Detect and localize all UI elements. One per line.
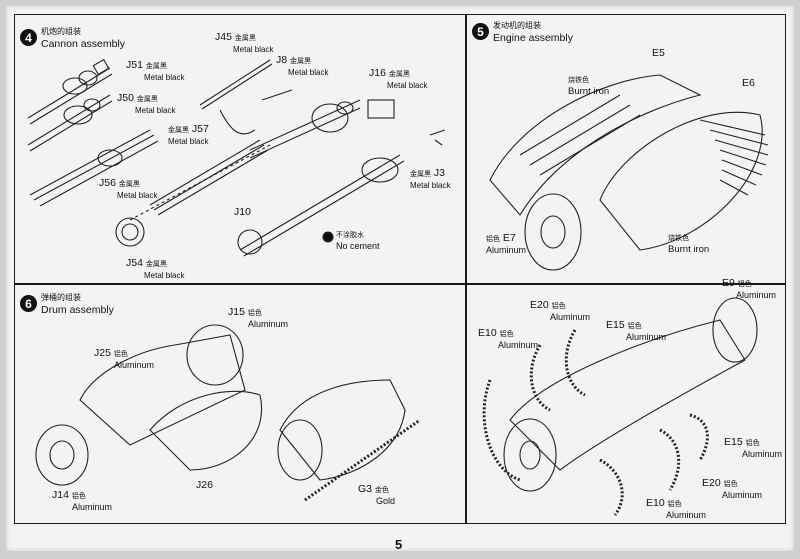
label-burnt-iron-2: 烧铁色 Burnt iron [668, 235, 710, 255]
rod-j45 [199, 59, 273, 110]
bracket-j57 [219, 89, 293, 135]
step-6-header: 6 弹桶的组装 Drum assembly [20, 292, 114, 316]
label-j51: J51 金属黑 Metal black [126, 59, 185, 83]
engine-core [503, 297, 758, 492]
feed-chute-g3 [304, 418, 421, 502]
barrel-rods [149, 139, 269, 216]
cannon-barrel-j51 [27, 58, 113, 125]
muzzle-j54 [115, 217, 145, 247]
drum-assembled [277, 379, 406, 481]
ring-e20-lower [659, 428, 681, 491]
engine-casing-e6 [599, 111, 769, 251]
label-j16: J16 金属黑 Metal black [369, 67, 428, 91]
ring-e10-upper [482, 379, 521, 482]
label-j50: J50 金属黑 Metal black [117, 92, 176, 116]
drum-half-j26 [149, 390, 263, 471]
label-j8: J8 金属黑 Metal black [276, 54, 329, 78]
label-j45: J45 金属黑 Metal black [215, 31, 274, 55]
no-cement-icon [322, 231, 334, 243]
label-j14: J14 铝色 Aluminum [52, 489, 113, 513]
label-j10: J10 [234, 206, 251, 218]
step-title-cn: 机炮的组装 [41, 27, 81, 36]
step-title-en: Engine assembly [493, 32, 573, 44]
label-g3: G3 金色 Gold [358, 483, 396, 507]
fan-e7 [524, 193, 582, 271]
step-title-en: Cannon assembly [41, 38, 126, 50]
instruction-sheet [6, 6, 794, 551]
label-j15: J15 铝色 Aluminum [228, 306, 289, 330]
page-number: 5 [395, 537, 403, 552]
engine-casing-e5 [489, 74, 702, 216]
label-e7: 铝色 E7 Aluminum [486, 232, 527, 256]
label-e20-lower: E20 铝色 Aluminum [702, 477, 763, 501]
label-e15-upper: E15 铝色 Aluminum [606, 319, 667, 343]
ring-e20-upper [529, 344, 551, 412]
engine-subassembly-panel [466, 284, 786, 524]
step-title-en: Drum assembly [41, 304, 114, 316]
step-5-header: 5 发动机的组装 Engine assembly [472, 20, 573, 44]
label-e6: E6 [742, 77, 755, 89]
cannon-barrel-j50 [27, 94, 113, 152]
drum-shell-j25 [79, 324, 246, 446]
bracket-j16 [367, 99, 395, 119]
step-number: 4 [20, 29, 37, 46]
label-e10-upper: E10 铝色 Aluminum [478, 327, 539, 351]
drum-endcap-j14 [35, 424, 89, 486]
label-e20-upper: E20 铝色 Aluminum [530, 299, 591, 323]
label-e5: E5 [652, 47, 665, 59]
cannon-assembly-panel [14, 14, 466, 284]
label-e10-lower: E10 铝色 Aluminum [646, 497, 707, 521]
ring-e15-upper [564, 329, 586, 397]
label-j57: 金属黑 J57 Metal black [168, 123, 209, 147]
label-j54: J54 金属黑 Metal black [126, 257, 185, 281]
step-4-header: 4 机炮的组装 Cannon assembly [20, 26, 125, 50]
label-j26: J26 [196, 479, 213, 491]
label-no-cement: 不涂胶水 No cement [336, 232, 380, 251]
engine-assembly-panel [466, 14, 786, 284]
label-e15-lower: E15 铝色 Aluminum [724, 436, 783, 460]
label-j56: J56 金属黑 Metal black [99, 177, 158, 201]
ring-e10-lower [599, 458, 624, 516]
part-j10 [237, 229, 263, 255]
drum-assembly-panel [14, 284, 466, 524]
barrel-assembly-j56 [29, 129, 159, 207]
step-number: 6 [20, 295, 37, 312]
label-burnt-iron-1: 烧铁色 Burnt iron [568, 77, 610, 97]
ring-e15-lower [689, 413, 709, 461]
step-title-cn: 发动机的组装 [493, 21, 541, 30]
step-title-cn: 弹桶的组装 [41, 293, 81, 302]
part-j3 [429, 129, 446, 146]
step-number: 5 [472, 23, 489, 40]
label-e9: E9 铝色 Aluminum [722, 277, 777, 301]
label-j25: J25 铝色 Aluminum [94, 347, 155, 371]
label-j3: 金属黑 J3 Metal black [410, 167, 451, 191]
